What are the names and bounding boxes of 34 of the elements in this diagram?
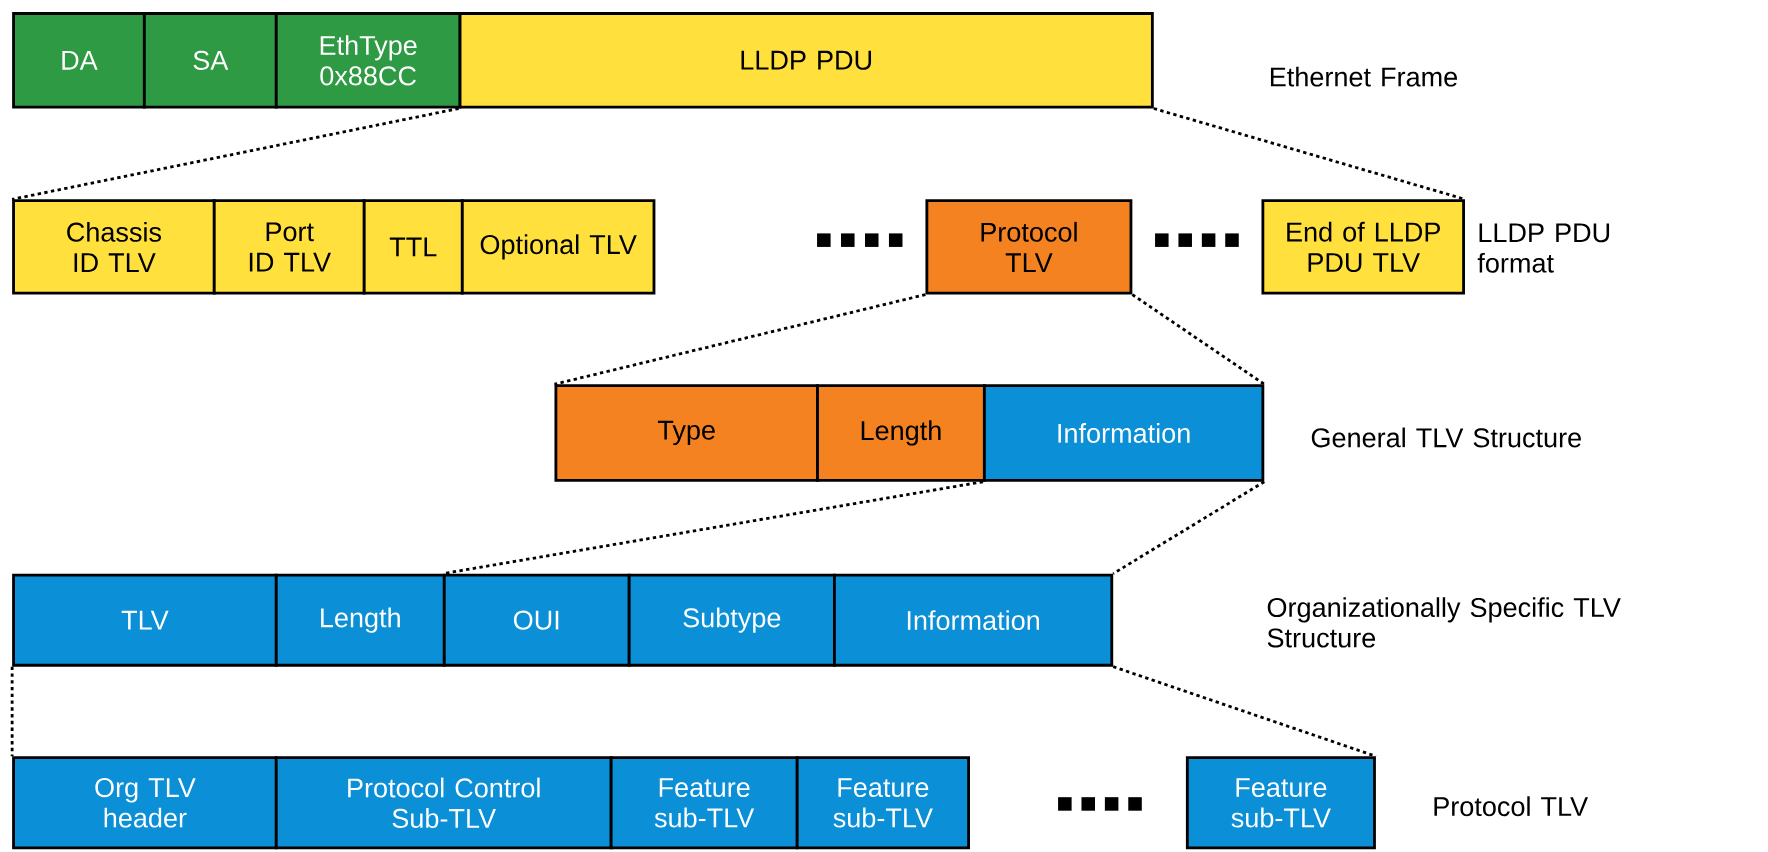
field-box: Chassis ID TLV [12,199,216,295]
field-box: TTL [362,199,464,295]
field-box: Protocol TLV [925,199,1133,295]
row-caption: General TLV Structure [1311,427,1581,448]
field-box: Org TLV header [12,756,278,850]
zoom-line [11,106,459,201]
zoom-line [1153,106,1466,201]
field-box: End of LLDP PDU TLV [1261,199,1465,295]
field-box: LLDP PDU [458,11,1154,109]
field-box: DA [12,11,146,109]
field-box: EthType 0x88CC [274,11,462,109]
field-box: Feature sub-TLV [795,756,970,850]
field-box: OUI [442,573,631,667]
field-box: Protocol Control Sub-TLV [274,756,613,850]
field-box: TLV [12,573,278,667]
field-box: Optional TLV [460,199,656,295]
field-box: Information [833,573,1114,667]
zoom-line [1131,293,1266,386]
field-box: Information [982,384,1265,482]
zoom-line [554,293,926,386]
field-box: Type [554,384,819,482]
zoom-line [10,666,14,757]
row-caption: LLDP PDU format [1477,223,1610,273]
field-box: Port ID TLV [212,199,366,295]
field-box: Feature sub-TLV [1185,756,1376,850]
row-caption: Protocol TLV [1434,796,1589,816]
row-caption: Organizationally Specific TLV Structure [1267,597,1621,648]
row-caption: Ethernet Frame [1270,66,1457,87]
field-box: Length [274,573,446,667]
field-box: Feature sub-TLV [609,756,799,850]
zoom-line [1112,480,1265,575]
field-box: Subtype [627,573,836,667]
field-box: SA [142,11,278,109]
field-box: Length [816,384,986,482]
